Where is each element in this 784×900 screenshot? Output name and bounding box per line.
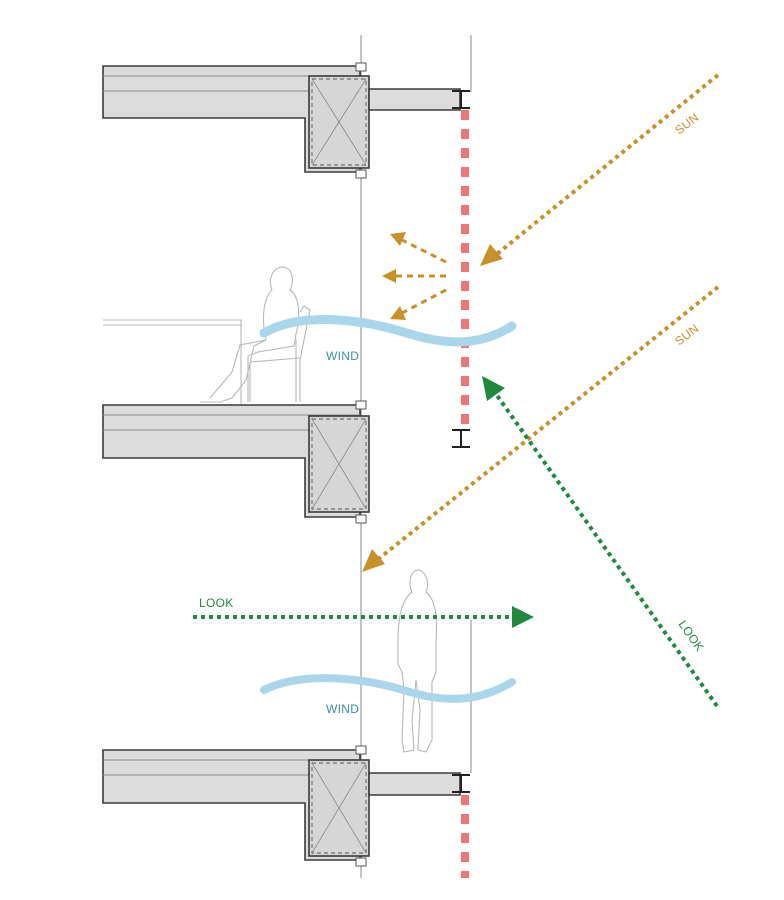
sun-reflection-head-3 [390,306,406,320]
wind-wave-lower [260,674,516,703]
i-beam-top [452,90,470,109]
sun-label-lower: SUN [672,321,701,348]
floor-slab-lower [102,745,461,867]
wind-wave-upper [259,315,517,347]
sun-arrowhead-lower [362,549,385,572]
i-beam-bottom [452,774,470,793]
floor-slab-middle [102,400,370,524]
wind-label-upper: WIND [326,349,359,363]
sun-label-upper: SUN [672,110,701,137]
wind-label-lower: WIND [326,702,359,716]
sun-reflection-head-2 [382,269,396,283]
look-label-left: LOOK [199,596,234,610]
standing-person-figure [397,569,438,753]
sun-ray-lower [374,285,720,563]
sun-ray-upper [490,73,720,260]
sun-arrowhead-upper [480,244,503,266]
look-arrowhead-diagonal [482,376,505,401]
seated-person-figure [103,266,311,404]
sun-reflection-arrows [396,238,447,315]
floor-slab-upper [102,62,461,179]
i-beam-middle [452,429,470,448]
look-label-right: LOOK [676,618,707,654]
sun-reflection-head-1 [390,232,406,246]
look-arrowhead-horizontal [512,606,534,628]
